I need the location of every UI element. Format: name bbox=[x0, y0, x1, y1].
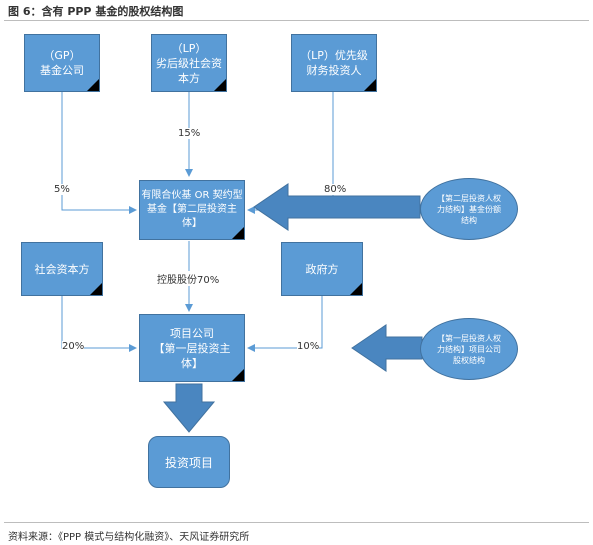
lp-sub-line-1: （LP） bbox=[171, 41, 207, 55]
first-layer-callout: 【第一层投资人权 力结构】项目公司 股权结构 bbox=[420, 318, 518, 380]
label-10-percent: 10% bbox=[297, 341, 320, 352]
callout-1-line-1: 【第一层投资人权 bbox=[437, 333, 501, 343]
box-corner-mark bbox=[364, 79, 376, 91]
gov-label: 政府方 bbox=[305, 262, 339, 276]
lp-priority-box: （LP）优先级 财务投资人 bbox=[291, 34, 377, 92]
callout-2-line-1: 【第二层投资人权 bbox=[437, 193, 501, 203]
box-corner-mark bbox=[232, 227, 244, 239]
connector-gp-fund bbox=[61, 79, 137, 214]
fund-line-2: 基金【第二层投资主 bbox=[147, 204, 237, 215]
label-5-percent: 5% bbox=[54, 184, 70, 195]
lp-pri-line-2: 财务投资人 bbox=[306, 64, 362, 77]
lp-sub-line-3: 本方 bbox=[178, 71, 200, 85]
top-divider bbox=[4, 20, 589, 21]
gp-fund-company-box: （GP） 基金公司 bbox=[24, 34, 100, 92]
callout-1-line-3: 股权结构 bbox=[453, 355, 485, 365]
box-corner-mark bbox=[350, 283, 362, 295]
connector-lp-pri-fund bbox=[247, 92, 334, 214]
lp-subordinate-box: （LP） 劣后级社会资 本方 bbox=[151, 34, 227, 92]
box-corner-mark bbox=[87, 79, 99, 91]
project-line-2: 【第一层投资主 bbox=[153, 341, 231, 355]
label-holding-70-percent: 控股股份70% bbox=[157, 271, 220, 286]
gp-line-1: （GP） bbox=[43, 49, 81, 62]
box-corner-mark bbox=[214, 79, 226, 91]
box-corner-mark bbox=[232, 369, 244, 381]
second-layer-callout: 【第二层投资人权 力结构】基金份额 结构 bbox=[420, 178, 518, 240]
label-80-percent: 80% bbox=[324, 184, 347, 195]
box-corner-mark bbox=[90, 283, 102, 295]
project-company-box: 项目公司 【第一层投资主 体】 bbox=[139, 314, 245, 382]
gp-line-2: 基金公司 bbox=[40, 64, 84, 77]
invest-project-box: 投资项目 bbox=[148, 436, 230, 488]
label-15-percent: 15% bbox=[178, 128, 201, 139]
bottom-divider bbox=[4, 522, 589, 523]
callout-1-line-2: 力结构】项目公司 bbox=[437, 344, 501, 354]
callout-2-line-2: 力结构】基金份额 bbox=[437, 204, 501, 214]
source-footer: 资料来源：《PPP 模式与结构化融资》、天风证券研究所 bbox=[8, 532, 250, 543]
government-box: 政府方 bbox=[281, 242, 363, 296]
project-line-1: 项目公司 bbox=[170, 326, 214, 340]
block-arrow-down bbox=[162, 383, 216, 433]
block-arrow-left-lower bbox=[351, 324, 423, 372]
callout-2-line-3: 结构 bbox=[461, 215, 477, 225]
fund-line-1: 有限合伙基 OR 契约型 bbox=[141, 190, 243, 201]
connector-gov-project bbox=[247, 296, 323, 352]
label-20-percent: 20% bbox=[62, 341, 85, 352]
social-capital-box: 社会资本方 bbox=[21, 242, 103, 296]
figure-title: 图 6：含有 PPP 基金的股权结构图 bbox=[8, 5, 184, 18]
lp-pri-line-1: （LP）优先级 bbox=[300, 49, 368, 62]
fund-second-layer-box: 有限合伙基 OR 契约型 基金【第二层投资主 体】 bbox=[139, 180, 245, 240]
project-line-3: 体】 bbox=[181, 356, 203, 370]
social-label: 社会资本方 bbox=[34, 262, 90, 276]
fund-line-3: 体】 bbox=[182, 218, 202, 229]
lp-sub-line-2: 劣后级社会资 bbox=[156, 56, 222, 70]
